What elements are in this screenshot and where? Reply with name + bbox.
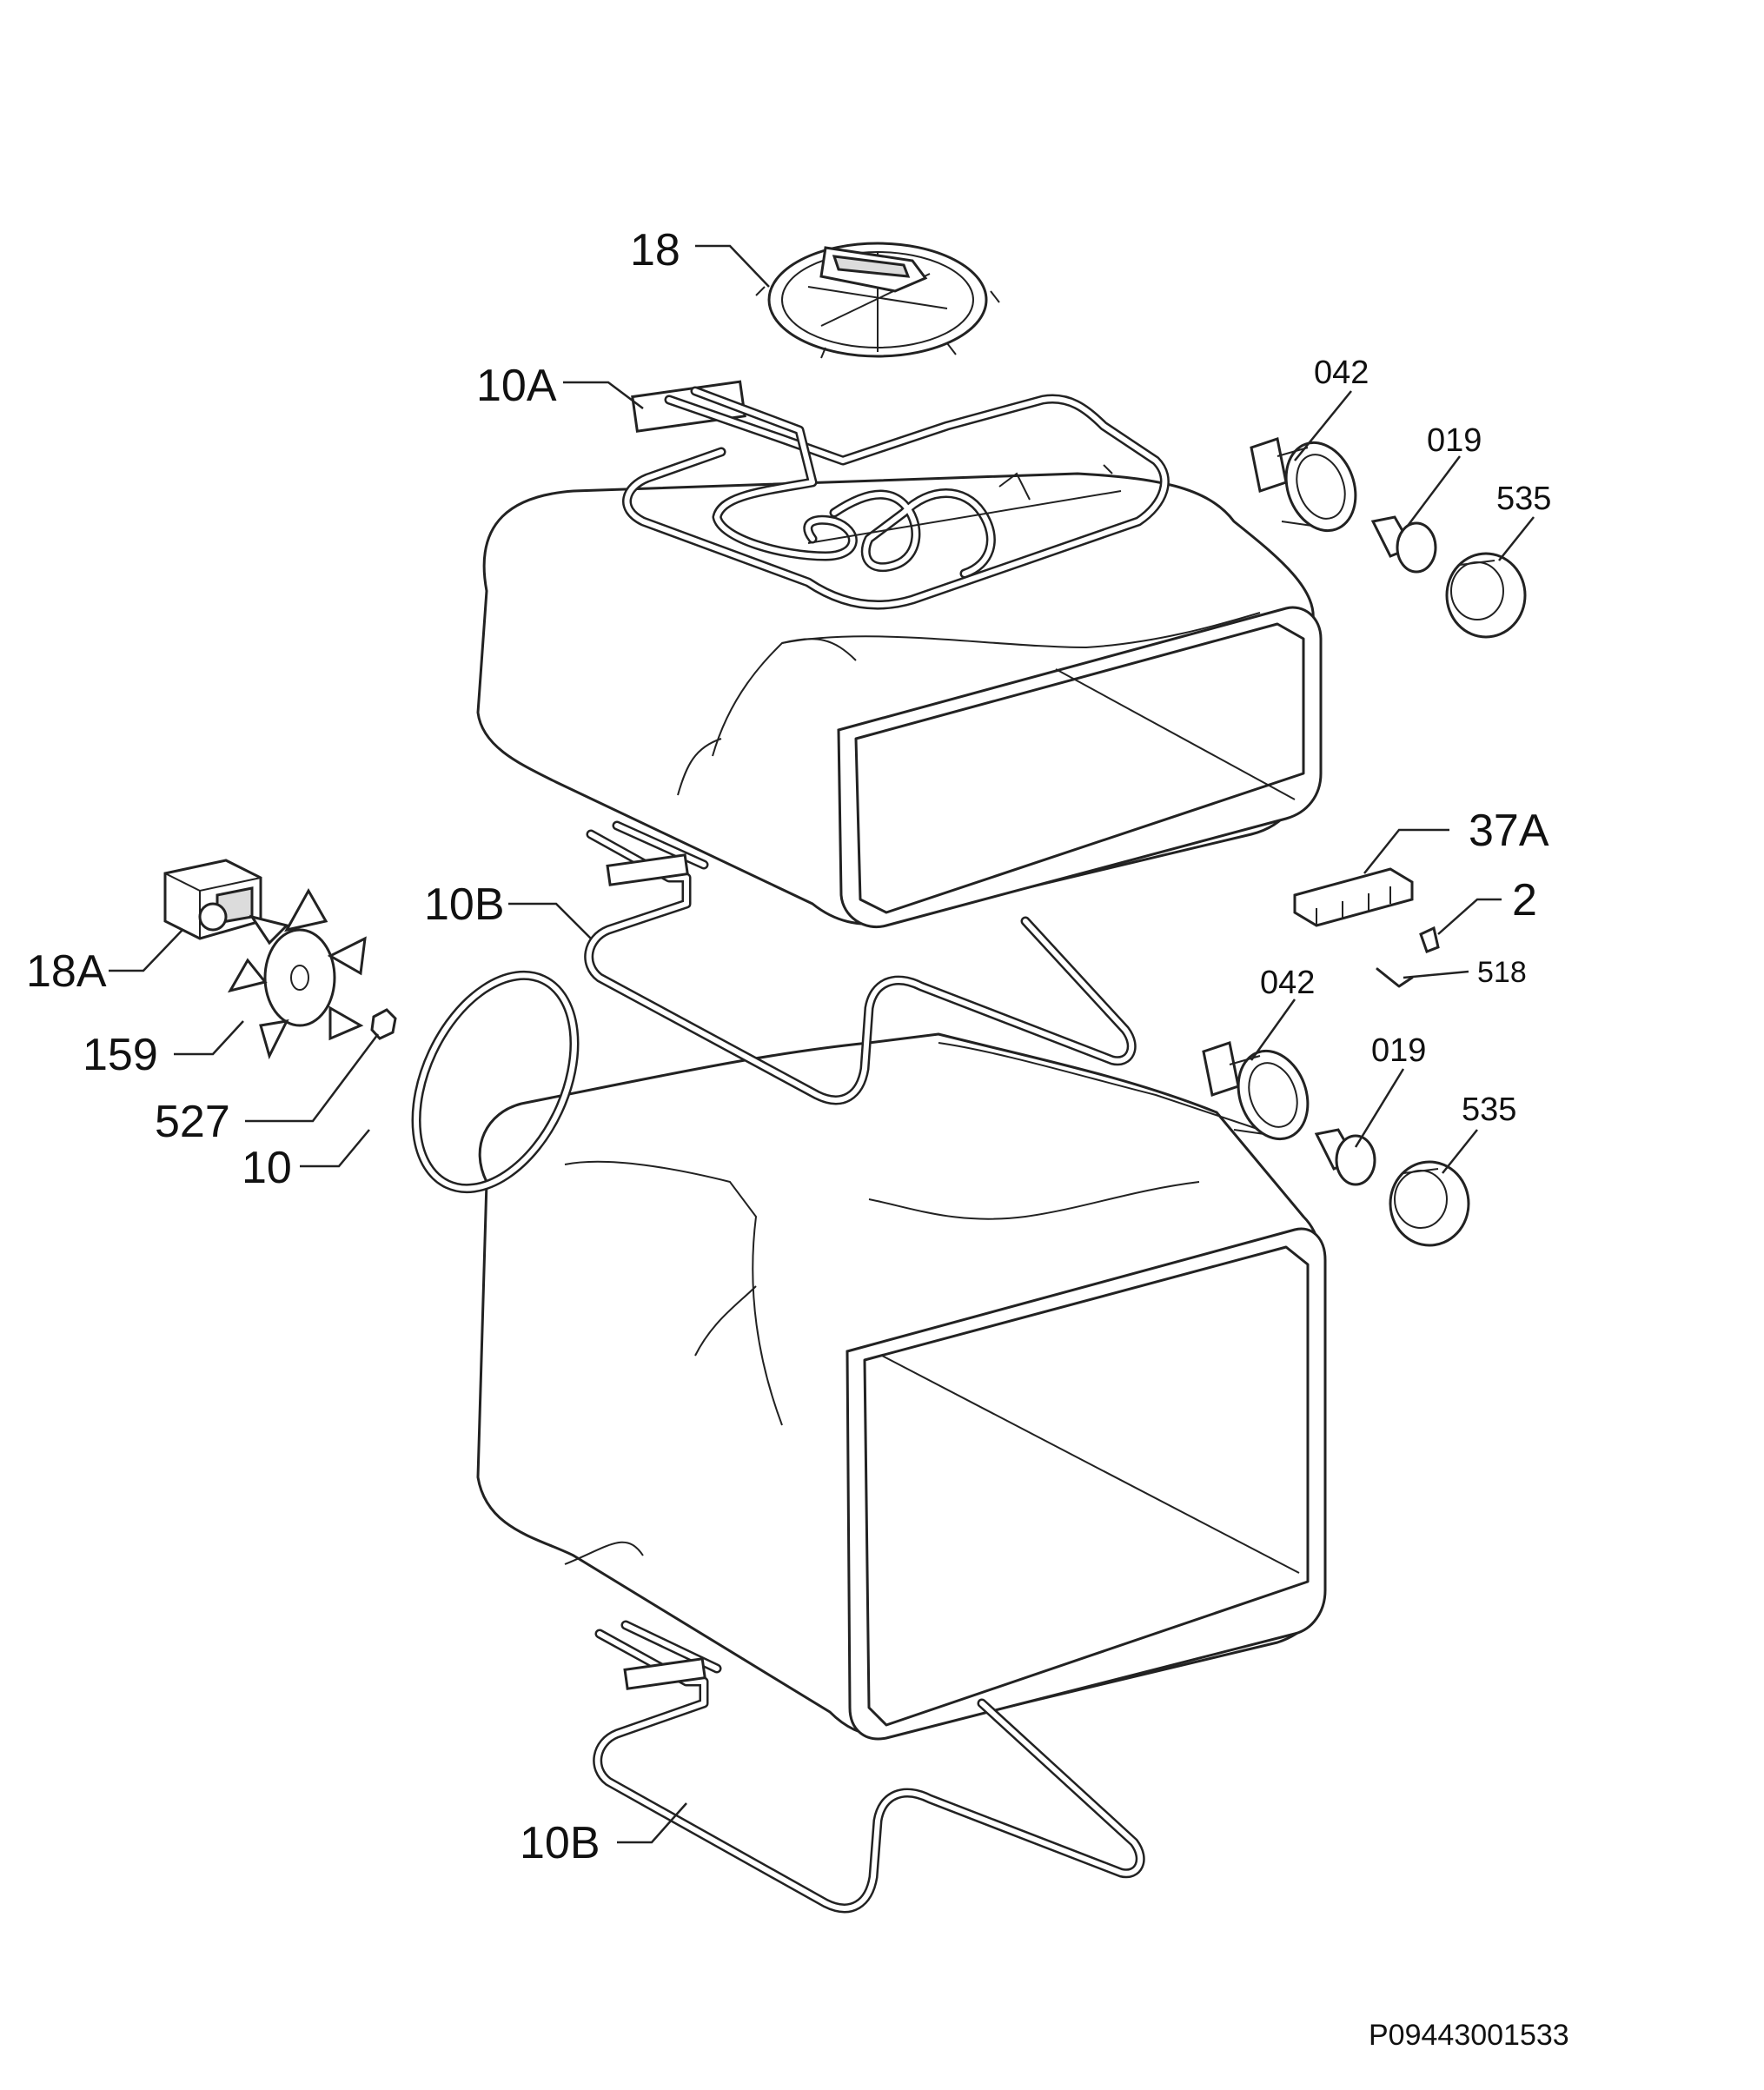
fan-blade [227, 887, 367, 1060]
bottom-element-upper [584, 820, 1137, 1105]
lamp-assembly-bottom [1202, 1041, 1470, 1247]
label-lamp-holder-top: 042 [1314, 355, 1369, 391]
bottom-element-lower [593, 1620, 1145, 1914]
label-clip-spring: 518 [1477, 956, 1527, 989]
label-terminal-block: 37A [1469, 806, 1549, 856]
label-lamp-bulb-bottom: 019 [1371, 1032, 1427, 1069]
label-circular-element: 10 [242, 1143, 292, 1193]
label-nut: 527 [155, 1097, 230, 1147]
lamp-assembly-top [1250, 437, 1527, 639]
fan-motor [163, 859, 262, 940]
label-lamp-cover-bottom: 535 [1462, 1091, 1517, 1128]
fan-cover [755, 242, 1000, 359]
nut [370, 1008, 397, 1040]
label-bottom-element-upper: 10B [424, 879, 505, 930]
label-fan-motor: 18A [26, 946, 107, 997]
label-clip: 2 [1512, 875, 1537, 926]
drawing-code: P09443001533 [1369, 2019, 1569, 2052]
label-fan-blade: 159 [83, 1030, 158, 1080]
clip-spring [1376, 967, 1414, 988]
label-top-grill-element: 10A [476, 361, 557, 411]
leader-lines [109, 244, 1535, 1844]
label-fan-cover: 18 [630, 225, 680, 275]
circular-element [411, 970, 580, 1194]
terminal-block [1293, 867, 1414, 927]
label-bottom-element-lower: 10B [520, 1818, 600, 1868]
label-lamp-holder-bottom: 042 [1260, 965, 1316, 1001]
label-lamp-cover-top: 535 [1496, 481, 1552, 517]
lower-oven-cavity [476, 1032, 1327, 1741]
label-lamp-bulb-top: 019 [1427, 422, 1482, 459]
upper-oven-cavity [476, 472, 1323, 928]
top-grill-element [622, 380, 1170, 610]
clip [1419, 926, 1440, 953]
